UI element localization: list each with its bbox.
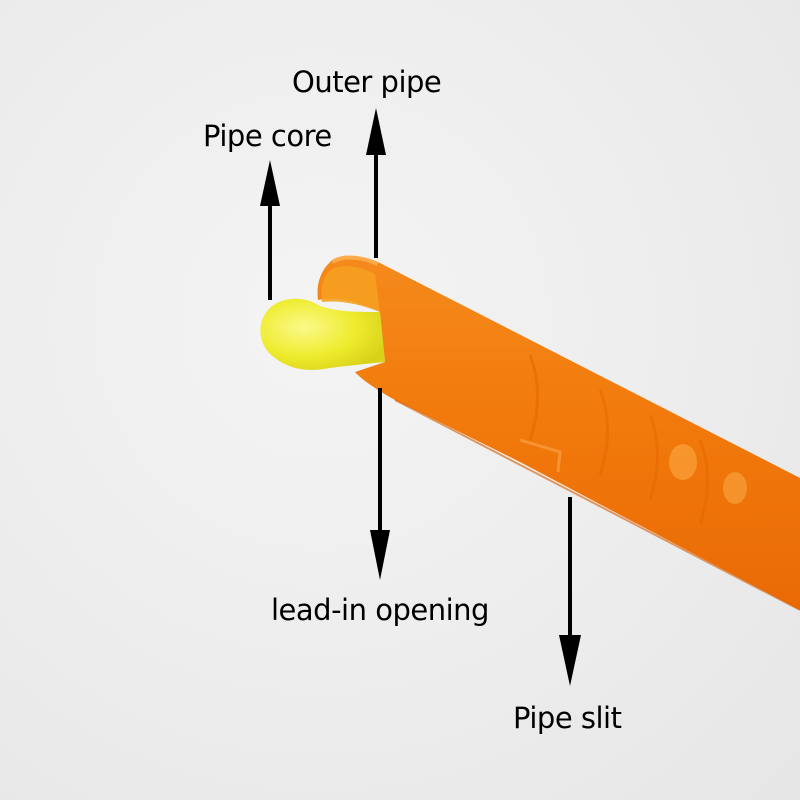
outer-pipe bbox=[317, 255, 800, 611]
label-lead-in-opening: lead-in opening bbox=[271, 593, 489, 627]
label-outer-pipe: Outer pipe bbox=[292, 65, 442, 99]
arrow-lead-in-opening bbox=[370, 388, 390, 580]
label-pipe-core: Pipe core bbox=[203, 119, 332, 153]
pipe-core bbox=[260, 298, 385, 370]
arrow-outer-pipe bbox=[366, 108, 386, 258]
label-pipe-slit: Pipe slit bbox=[513, 701, 622, 735]
arrow-pipe-slit bbox=[559, 497, 581, 686]
arrow-pipe-core bbox=[260, 160, 280, 300]
